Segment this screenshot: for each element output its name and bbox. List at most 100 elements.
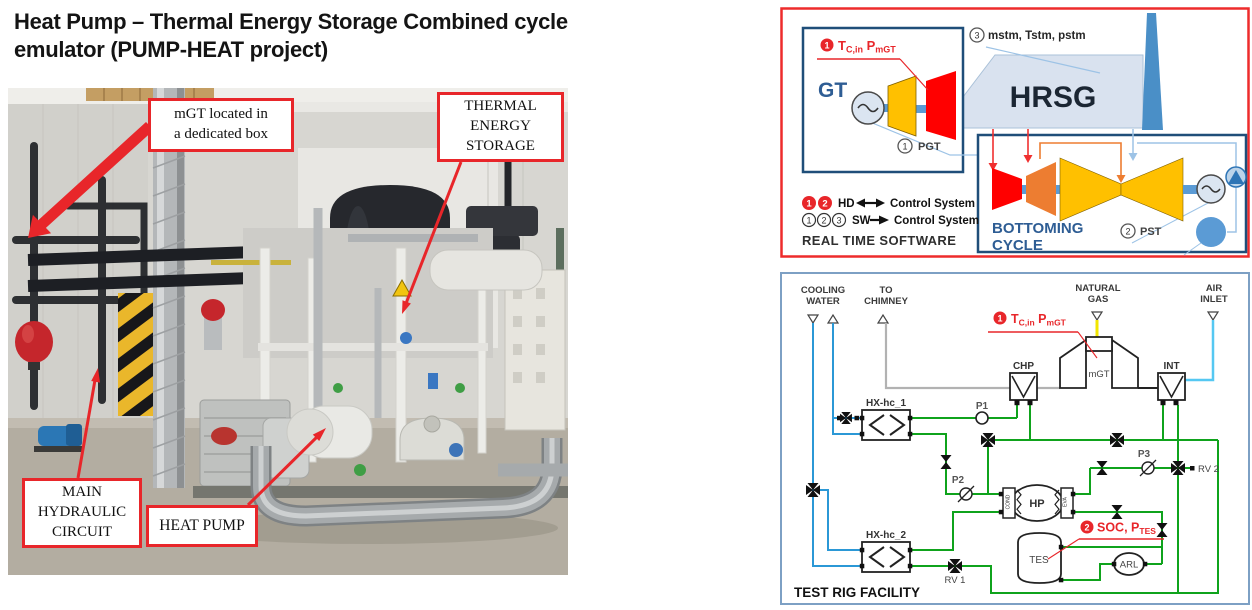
port-dot-1 xyxy=(837,415,842,421)
feed-pump-triangle xyxy=(1228,170,1244,184)
gt-shaft-1 xyxy=(880,104,890,112)
red-vessel-base xyxy=(28,362,40,370)
mgt-callout-arrow xyxy=(28,122,154,238)
hp-eva-label: EVA xyxy=(1063,497,1069,507)
rig-panel-border xyxy=(780,272,1250,605)
rts-footer-label: REAL TIME SOFTWARE xyxy=(802,233,956,248)
callout-main-hydraulic-box: MAIN HYDRAULIC CIRCUIT xyxy=(22,478,142,548)
st-shaft-1 xyxy=(1022,185,1026,194)
legend-sw-num1: 1 xyxy=(806,215,811,225)
yellow-pipe xyxy=(211,260,291,265)
legend-sw-num3: 3 xyxy=(836,215,841,225)
utility-lines xyxy=(884,320,1215,390)
tes-tank xyxy=(1017,532,1064,584)
valve-4way-blue xyxy=(806,483,820,497)
valve-2way-c xyxy=(1111,505,1123,519)
rig-sensor1-badge xyxy=(993,311,1007,325)
mgt-combustor xyxy=(1085,336,1113,352)
callout-tes-line2: ENERGY xyxy=(470,118,531,135)
sensor1-badge xyxy=(820,38,834,52)
p2-gauge-icon xyxy=(957,485,975,503)
st-ip-section xyxy=(1026,162,1056,216)
st-hp-section xyxy=(992,168,1022,210)
cooling-water-label-2: WATER xyxy=(806,296,840,307)
rig-sensor1-label: TC,in PmGT xyxy=(1011,312,1067,328)
sensor1-num: 1 xyxy=(824,40,829,50)
test-rig-panel: COOLING WATER TO CHIMNEY NATURAL GAS AIR… xyxy=(780,272,1250,605)
arl-unit xyxy=(1111,552,1148,576)
callout-heat-pump-box: HEAT PUMP xyxy=(146,505,258,547)
st-shaft-3 xyxy=(1183,185,1203,194)
mgt-turbine xyxy=(1059,336,1139,389)
hx-hc2-heat-exchanger xyxy=(859,541,913,573)
mgt-label: mGT xyxy=(1088,369,1109,380)
cooling-water-out-icon xyxy=(806,314,820,325)
hrsg-chimney xyxy=(1142,13,1163,130)
to-chimney-label-1: TO xyxy=(879,285,892,296)
hp-label: HP xyxy=(1029,498,1044,510)
blue-pump xyxy=(34,424,82,452)
legend-hd-num1: 1 xyxy=(806,199,812,210)
rig-sensor2-pointer xyxy=(1047,538,1080,560)
valve-rv2 xyxy=(1171,461,1185,475)
gt-generator-tilde xyxy=(857,103,879,113)
facility-photo: mGT located in a dedicated box THERMAL E… xyxy=(8,88,568,575)
rv2-stub-dot xyxy=(1190,466,1195,471)
electrical-cabinet xyxy=(504,269,566,431)
bottoming-label-1: BOTTOMING xyxy=(992,220,1083,237)
steam-label: mstm, Tstm, pstm xyxy=(988,30,1086,42)
legend-left-arrow-icon xyxy=(856,198,865,208)
rig-title: TEST RIG FACILITY xyxy=(794,585,920,600)
inlet-labels: COOLING WATER TO CHIMNEY NATURAL GAS AIR… xyxy=(801,283,1228,307)
valve-accents xyxy=(333,332,465,476)
white-vessel-horizontal xyxy=(429,249,543,291)
hp-cond-label: COND xyxy=(1006,494,1012,509)
st-shaft-2 xyxy=(1056,185,1060,194)
gt-label: GT xyxy=(818,79,847,102)
legend-hd-label: HD xyxy=(838,198,855,210)
silver-duct xyxy=(152,88,186,488)
gt-compressor xyxy=(887,75,917,137)
valve-2way-a xyxy=(940,455,952,469)
motor-unit xyxy=(286,405,373,459)
condenser-icon xyxy=(1196,217,1226,247)
skid-base xyxy=(193,486,568,498)
hp-callout-arrow xyxy=(246,428,326,507)
title-line-2: emulator (PUMP-HEAT project) xyxy=(14,36,328,62)
legend-sw-row: 1 2 3 SW Control System xyxy=(801,212,979,228)
arl-label: ARL xyxy=(1120,560,1138,571)
silver-elbow xyxy=(204,316,222,350)
callout-mhc-line1: MAIN xyxy=(62,484,102,501)
cooling-water-label-1: COOLING xyxy=(801,285,845,296)
hrsg-steam-arrows xyxy=(988,129,1033,171)
port-dot-2 xyxy=(854,415,859,421)
bottoming-label-2: CYCLE xyxy=(992,237,1043,254)
gt-turbine xyxy=(926,71,956,140)
rv1-label: RV 1 xyxy=(945,575,966,586)
pgt-label: PGT xyxy=(918,141,941,153)
air-line xyxy=(1185,320,1215,382)
natural-gas-label-2: GAS xyxy=(1088,294,1109,305)
p1-label: P1 xyxy=(976,401,989,412)
p1-pump-icon xyxy=(975,411,989,425)
page-title: Heat Pump – Thermal Energy Storage Combi… xyxy=(14,8,654,63)
callout-tes-line1: THERMAL xyxy=(464,98,537,115)
hx2-label: HX-hc_2 xyxy=(866,530,906,541)
ex-warning-icon xyxy=(392,278,412,297)
callout-arrows xyxy=(28,122,463,507)
legend-sw-num2: 2 xyxy=(821,215,826,225)
silver-u-pipe xyxy=(250,438,568,527)
air-inlet-label-1: AIR xyxy=(1206,283,1223,294)
heat-pump-unit xyxy=(998,484,1076,522)
pst-num: 2 xyxy=(1125,227,1130,237)
chp-label: CHP xyxy=(1013,361,1034,372)
steam-num: 3 xyxy=(974,31,979,41)
valves xyxy=(806,412,1195,573)
callout-tes-box: THERMAL ENERGY STORAGE xyxy=(437,92,564,162)
callout-mgt-line1: mGT located in xyxy=(174,106,268,123)
legend-hd-row: 1 2 HD Control System xyxy=(802,196,975,210)
p3-label: P3 xyxy=(1138,449,1151,460)
gt-shaft-2 xyxy=(916,105,926,113)
legend-hd-target: Control System xyxy=(890,198,975,210)
valve-2way-b xyxy=(1096,461,1108,475)
